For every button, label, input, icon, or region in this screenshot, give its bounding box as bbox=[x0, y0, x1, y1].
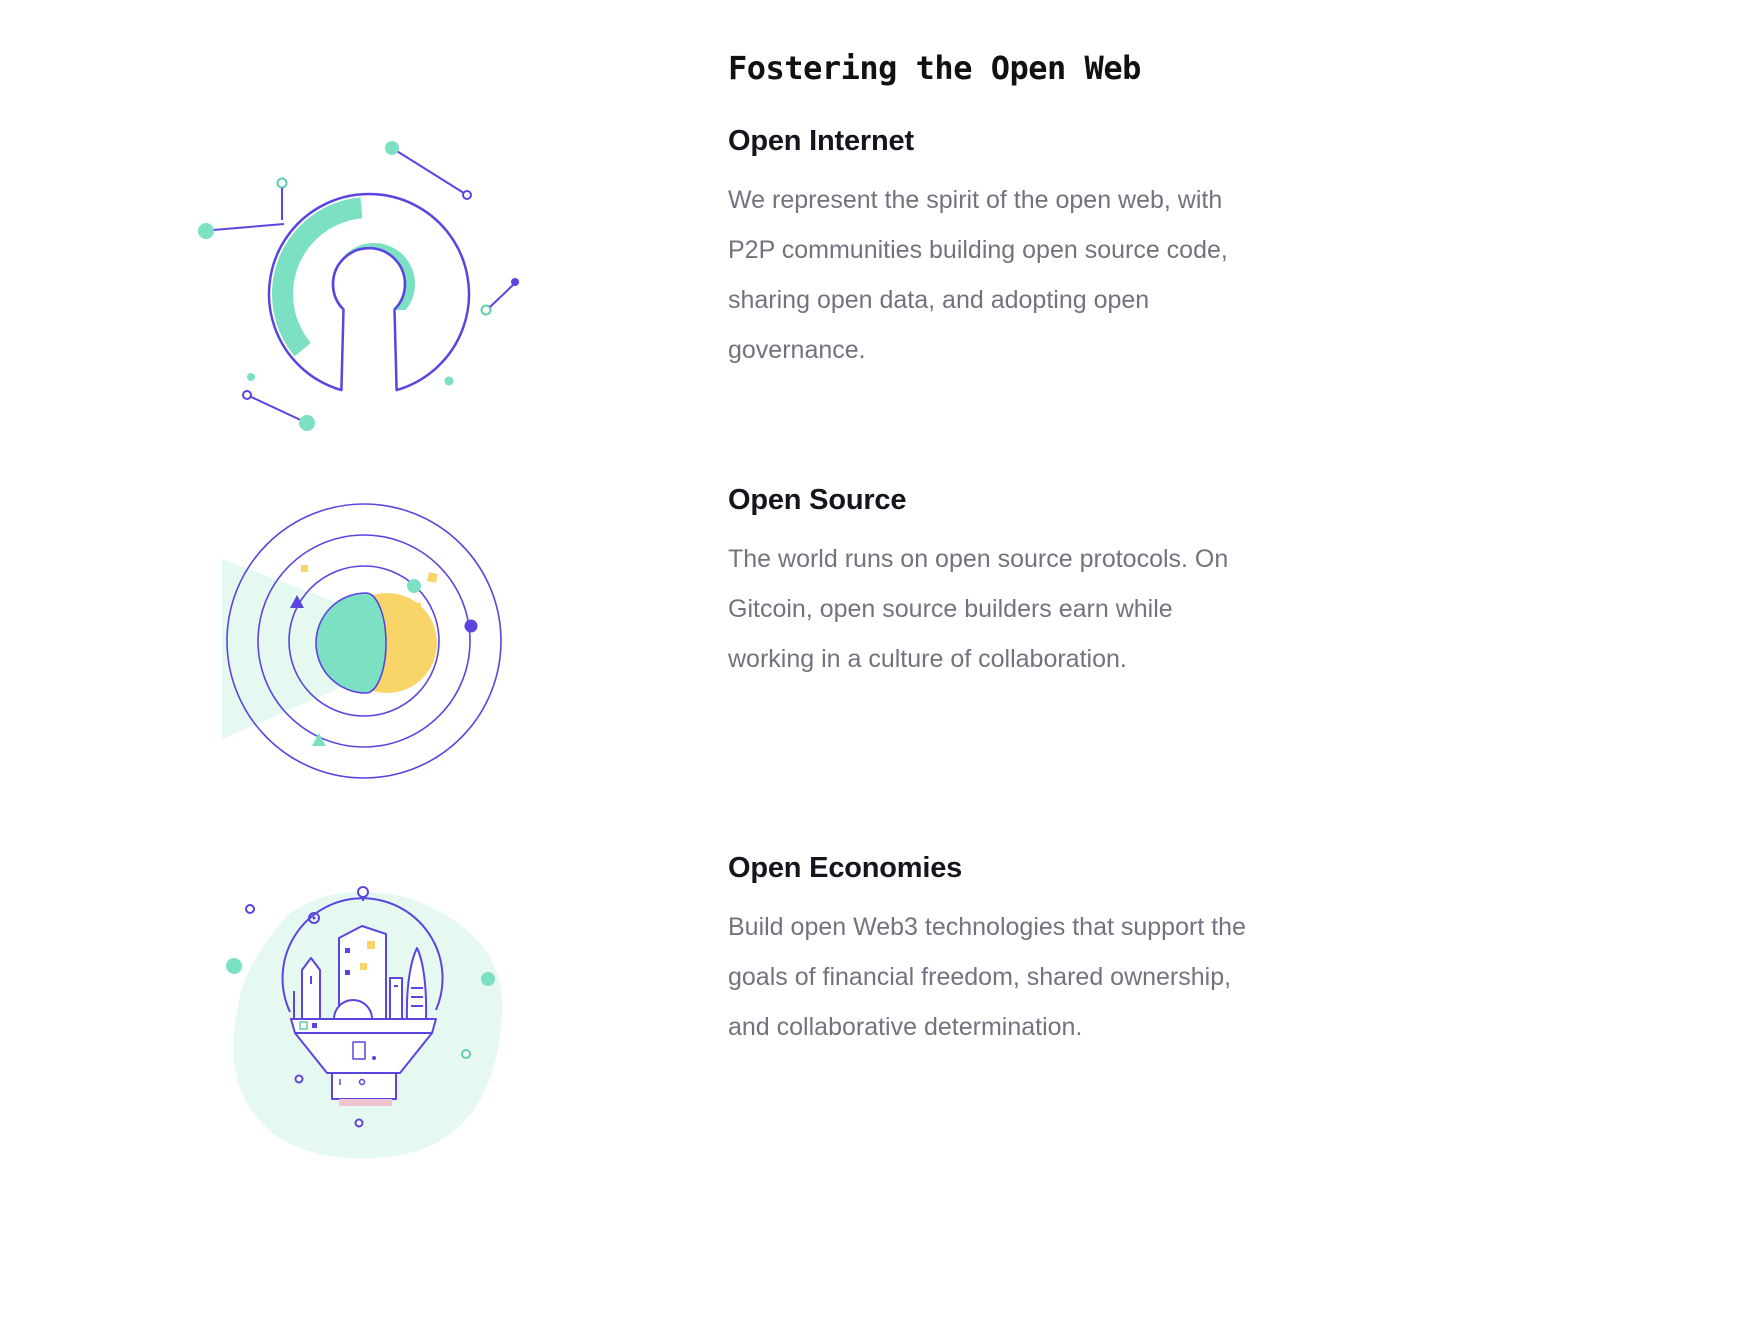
open-economies-text: Open Economies Build open Web3 technolog… bbox=[728, 851, 1268, 1052]
title-row: Fostering the Open Web bbox=[0, 0, 1756, 88]
page-title: Fostering the Open Web bbox=[728, 49, 1141, 87]
section-heading-open-internet: Open Internet bbox=[728, 125, 914, 157]
section-heading-open-economies: Open Economies bbox=[728, 852, 963, 884]
open-economies-art-cell bbox=[0, 851, 728, 1166]
title-left-spacer bbox=[0, 48, 728, 88]
open-source-keyhole-logo-illustration bbox=[198, 141, 519, 431]
open-internet-art-cell bbox=[0, 124, 728, 454]
section-heading-open-source: Open Source bbox=[728, 484, 907, 516]
open-internet-text: Open Internet We represent the spirit of… bbox=[728, 124, 1268, 375]
orbit-objects bbox=[290, 565, 478, 746]
section-body-open-internet: We represent the spirit of the open web,… bbox=[728, 185, 1228, 364]
orbit-rings bbox=[226, 503, 502, 779]
floating-city-dome-illustration bbox=[226, 886, 503, 1159]
section-open-source: Open Source The world runs on open sourc… bbox=[0, 483, 1756, 791]
city-buildings bbox=[293, 925, 428, 1020]
floating-platform bbox=[290, 1018, 437, 1106]
network-nodes bbox=[198, 141, 519, 431]
city-dome bbox=[281, 886, 444, 1013]
planet bbox=[315, 592, 437, 694]
section-open-economies: Open Economies Build open Web3 technolog… bbox=[0, 851, 1756, 1166]
planet-orbits-illustration bbox=[222, 503, 502, 779]
section-body-open-economies: Build open Web3 technologies that suppor… bbox=[728, 912, 1246, 1041]
open-source-text: Open Source The world runs on open sourc… bbox=[728, 483, 1268, 684]
section-body-open-source: The world runs on open source protocols.… bbox=[728, 544, 1229, 673]
open-source-art-cell bbox=[0, 483, 728, 791]
surrounding-dots bbox=[226, 904, 495, 1128]
section-open-internet: Open Internet We represent the spirit of… bbox=[0, 124, 1756, 454]
keyhole-logo bbox=[267, 192, 471, 392]
